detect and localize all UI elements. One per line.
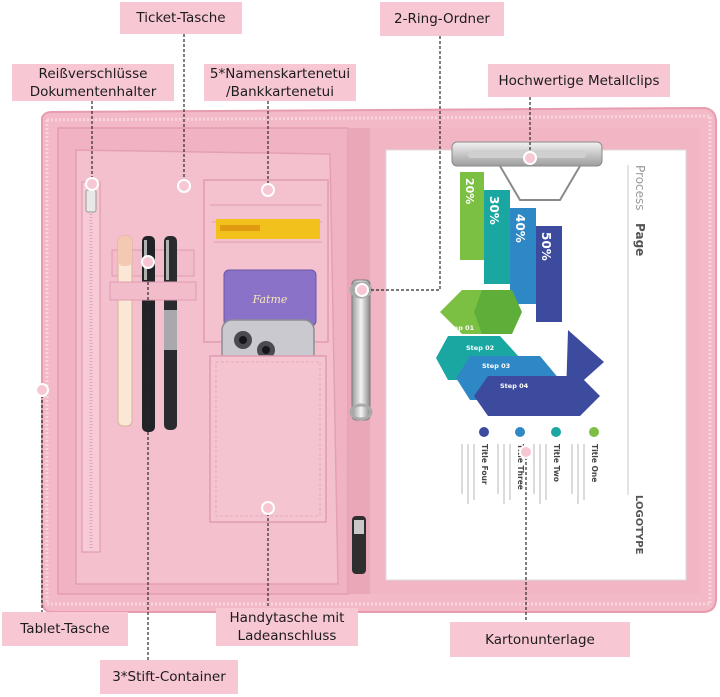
zipper-pull [85, 189, 97, 213]
label-handytasche: Handytasche mit Ladeanschluss [216, 608, 358, 646]
step-graphic [436, 290, 604, 416]
title-4: Title Four [480, 444, 489, 485]
label-kartonunterlage: Kartonunterlage [450, 622, 630, 657]
callout-dots [35, 151, 537, 515]
label-ticket-tasche: Ticket-Tasche [120, 2, 242, 34]
title-1: Title One [590, 444, 599, 482]
title-2: Title Two [552, 444, 561, 482]
label-tablet-tasche: Tablet-Tasche [2, 612, 128, 646]
step-2: Step 02 [466, 344, 494, 352]
percent-4: 50% [539, 232, 553, 261]
card-text: Fatme [252, 293, 288, 306]
doc-header-bold: Page [633, 223, 647, 256]
yellow-card [216, 219, 320, 239]
phone-pocket [209, 355, 327, 523]
doc-header-light: Process [633, 165, 647, 211]
label-ring-ordner: 2-Ring-Ordner [380, 2, 504, 36]
placeholder-lines [461, 444, 585, 504]
doc-logotype: LOGOTYPE [633, 495, 644, 555]
ring-bottom [349, 403, 373, 421]
label-stift-container: 3*Stift-Container [100, 660, 238, 694]
step-1: Step 01 [446, 324, 475, 332]
pen-loop-strap [109, 281, 197, 301]
label-metallclips: Hochwertige Metallclips [488, 64, 670, 97]
title-3: Title Three [516, 444, 525, 490]
percent-2: 30% [487, 196, 501, 225]
step-3: Step 03 [482, 362, 510, 370]
percent-3: 40% [513, 214, 527, 243]
label-namenskarten: 5*Namenskartenetui /Bankkartenetui [204, 64, 356, 101]
label-reissverschluss: Reißverschlüsse Dokumentenhalter [12, 64, 174, 101]
percent-ribbons [460, 172, 562, 322]
ring-plate [351, 279, 371, 421]
step-4: Step 04 [500, 382, 529, 390]
callout-lines [41, 34, 531, 660]
percent-1: 20% [463, 178, 476, 204]
title-columns [479, 427, 599, 437]
bank-card [224, 270, 316, 326]
